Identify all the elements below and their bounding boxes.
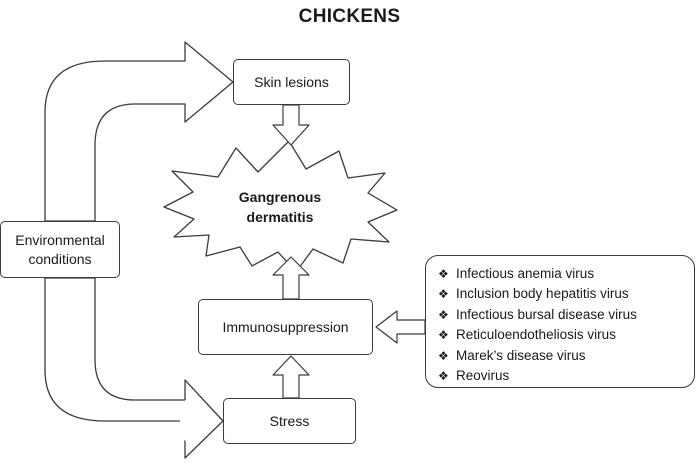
environmental-conditions-line-2: conditions xyxy=(28,250,92,267)
cause-item: ❖ Infectious bursal disease virus xyxy=(438,305,637,325)
gangrenous-dermatitis-line-1: Gangrenous xyxy=(238,189,322,205)
causes-to-immuno-arrow xyxy=(375,310,426,344)
immunosuppression-label: Immunosuppression xyxy=(222,318,349,335)
environmental-conditions-box: Environmental conditions xyxy=(0,221,120,278)
diamond-bullet-icon: ❖ xyxy=(438,287,449,302)
env-to-skin-arrow xyxy=(44,41,234,222)
diamond-bullet-icon: ❖ xyxy=(438,307,449,322)
gangrenous-dermatitis-starburst xyxy=(163,140,398,273)
cause-item: ❖ Inclusion body hepatitis virus xyxy=(438,284,637,304)
diamond-bullet-icon: ❖ xyxy=(438,267,449,281)
environmental-conditions-line-1: Environmental xyxy=(15,231,105,248)
cause-label: Reticuloendotheliosis virus xyxy=(456,327,616,343)
diamond-bullet-icon: ❖ xyxy=(438,328,449,343)
diamond-bullet-icon: ❖ xyxy=(438,348,449,363)
cause-item: ❖ Reticuloendotheliosis virus xyxy=(438,325,637,345)
env-to-stress-arrowhead xyxy=(184,379,224,459)
stress-box: Stress xyxy=(223,398,356,444)
immunosuppression-box: Immunosuppression xyxy=(198,299,373,355)
cause-label: Reovirus xyxy=(456,368,510,384)
skin-lesions-box: Skin lesions xyxy=(233,59,350,105)
immuno-to-dermatitis-arrow xyxy=(272,256,310,300)
skin-lesions-label: Skin lesions xyxy=(254,73,329,90)
cause-label: Inclusion body hepatitis virus xyxy=(456,286,629,302)
diagram-title: CHICKENS xyxy=(298,6,401,27)
cause-label: Infectious bursal disease virus xyxy=(456,306,637,322)
immunosuppressive-causes-box: ❖ Infectious anemia virus ❖ Inclusion body… xyxy=(425,255,695,388)
stress-to-immuno-arrow xyxy=(272,355,310,399)
skin-to-dermatitis-arrow xyxy=(272,104,310,146)
immunosuppressive-causes-list: ❖ Infectious anemia virus ❖ Inclusion body… xyxy=(438,264,637,386)
cause-item: ❖ Infectious anemia virus xyxy=(438,264,637,284)
cause-label: Marek’s disease virus xyxy=(456,347,586,363)
cause-item: ❖ Reovirus xyxy=(438,366,637,386)
gangrenous-dermatitis-label: Gangrenous dermatitis xyxy=(200,188,360,227)
cause-item: ❖ Marek’s disease virus xyxy=(438,346,637,366)
stress-label: Stress xyxy=(269,412,310,429)
gangrenous-dermatitis-line-2: dermatitis xyxy=(246,208,314,225)
diamond-bullet-icon: ❖ xyxy=(438,369,449,384)
cause-label: Infectious anemia virus xyxy=(456,266,595,281)
